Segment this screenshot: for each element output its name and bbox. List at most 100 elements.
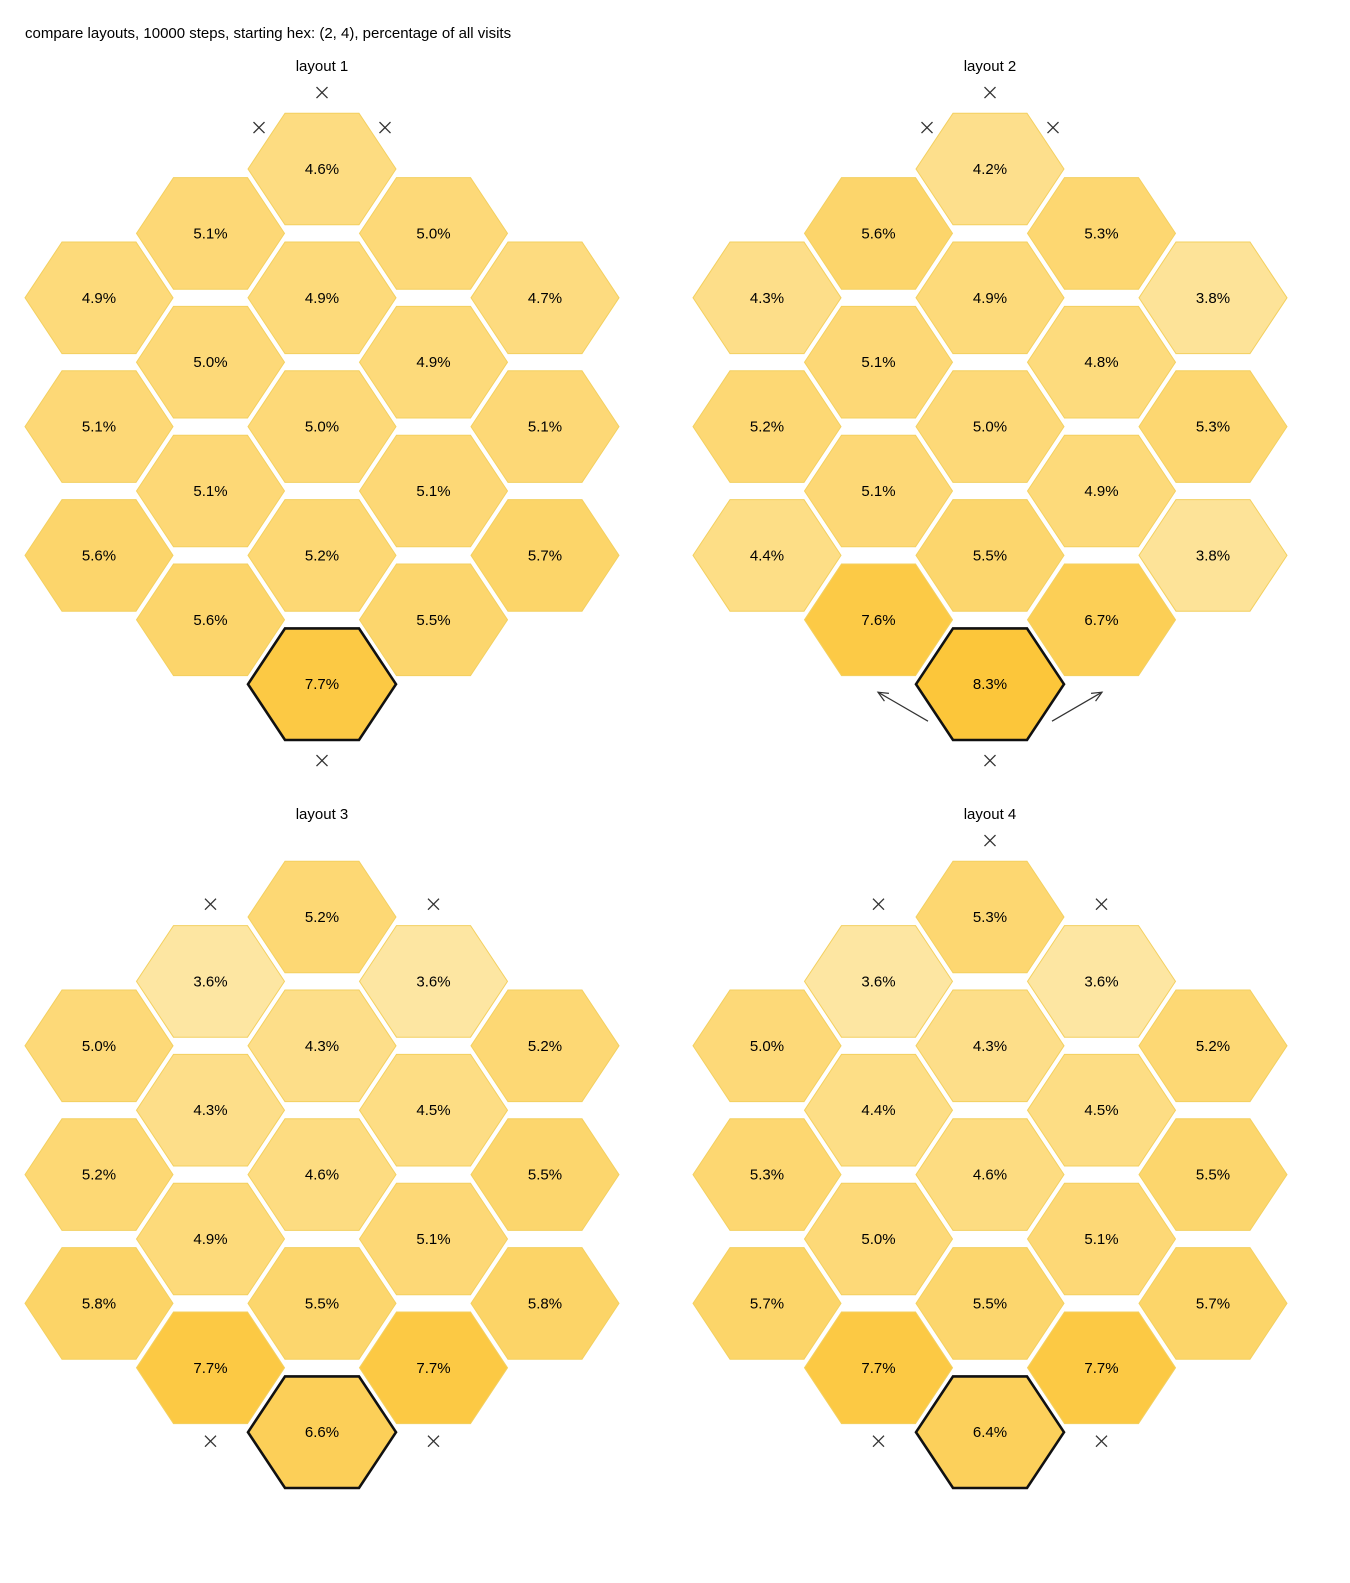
hex-visit-percentage: 3.8% [1196, 547, 1230, 564]
hex-visit-percentage: 5.1% [416, 483, 450, 500]
hex-cell [247, 989, 397, 1103]
hex-visit-percentage: 5.6% [193, 612, 227, 629]
hex-visit-percentage: 5.1% [193, 225, 227, 242]
boundary-x-marker [379, 121, 391, 134]
hex-cell [135, 563, 286, 677]
hex-visit-percentage: 3.6% [193, 973, 227, 990]
hex-visit-percentage: 8.3% [973, 676, 1007, 693]
boundary-x-marker [921, 121, 933, 134]
hex-cell [247, 1247, 397, 1360]
hex-cell [915, 241, 1065, 355]
hex-cell [24, 370, 174, 483]
start-hex-outline [246, 627, 398, 742]
hex-cell [1026, 1182, 1177, 1296]
hex-cell [247, 241, 397, 355]
hex-visit-percentage: 5.5% [1196, 1167, 1230, 1184]
hex-visit-percentage: 3.8% [1196, 290, 1230, 307]
hex-visit-percentage: 4.9% [305, 290, 339, 307]
hex-visit-percentage: 7.6% [861, 612, 895, 629]
hex-cell [470, 1247, 620, 1360]
hex-cell [470, 241, 620, 355]
hex-cell [358, 1311, 509, 1425]
hex-visit-percentage: 4.5% [1084, 1102, 1118, 1119]
hex-visit-percentage: 5.5% [973, 547, 1007, 564]
hex-cell [803, 563, 954, 677]
hex-cell [24, 241, 174, 355]
hex-cell [915, 1247, 1065, 1360]
hex-visit-percentage: 4.3% [305, 1038, 339, 1055]
hex-visit-percentage: 4.4% [861, 1102, 895, 1119]
hex-visit-percentage: 5.3% [1196, 419, 1230, 436]
hex-visit-percentage: 5.2% [305, 909, 339, 926]
boundary-x-marker [984, 754, 996, 767]
hex-visit-percentage: 7.7% [861, 1360, 895, 1377]
boundary-x-marker [1047, 121, 1059, 134]
hex-visit-percentage: 6.4% [973, 1424, 1007, 1441]
hex-cell [915, 370, 1065, 483]
hex-visit-percentage: 5.3% [750, 1167, 784, 1184]
hex-visit-percentage: 7.7% [305, 676, 339, 693]
panel-title: layout 2 [964, 58, 1017, 75]
boundary-x-marker [204, 898, 217, 911]
hex-visit-percentage: 5.1% [193, 483, 227, 500]
hex-visit-percentage: 5.6% [82, 547, 116, 564]
hex-cell [692, 241, 842, 355]
hex-cell [1026, 177, 1177, 290]
hex-visit-percentage: 4.6% [305, 1167, 339, 1184]
hex-cell [470, 370, 620, 483]
hex-cell [1138, 241, 1288, 355]
hex-visit-percentage: 5.7% [750, 1295, 784, 1312]
hex-visit-percentage: 5.1% [861, 483, 895, 500]
boundary-x-marker [316, 86, 328, 99]
hex-visit-percentage: 5.5% [416, 612, 450, 629]
hex-visit-percentage: 5.1% [82, 419, 116, 436]
hex-cell [135, 305, 286, 419]
hex-cell [24, 499, 174, 612]
hex-visit-percentage: 4.9% [416, 354, 450, 371]
hex-cell [915, 499, 1065, 612]
hex-cell [358, 1182, 509, 1296]
hex-visit-percentage: 5.3% [1084, 225, 1118, 242]
hex-cell [1026, 1311, 1177, 1425]
hex-cell [803, 177, 954, 290]
hex-cell [692, 989, 842, 1103]
hex-cell [803, 1053, 954, 1167]
hex-visit-percentage: 5.0% [82, 1038, 116, 1055]
hex-cell [692, 1247, 842, 1360]
hex-visit-percentage: 5.3% [973, 909, 1007, 926]
hex-visit-percentage: 4.6% [305, 161, 339, 178]
hex-visit-percentage: 7.7% [1084, 1360, 1118, 1377]
hex-visit-percentage: 4.9% [1084, 483, 1118, 500]
hex-cell [915, 989, 1065, 1103]
hex-visit-percentage: 5.2% [528, 1038, 562, 1055]
start-hex-outline [246, 1375, 398, 1490]
hex-cell [1026, 925, 1177, 1038]
hex-visit-percentage: 4.9% [973, 290, 1007, 307]
hex-cell [1026, 563, 1177, 677]
hex-visit-percentage: 5.0% [305, 419, 339, 436]
hex-visit-percentage: 4.9% [193, 1231, 227, 1248]
hex-cell [24, 1118, 174, 1231]
hex-cell [247, 499, 397, 612]
hex-visit-percentage: 5.1% [1084, 1231, 1118, 1248]
hex-visit-percentage: 3.6% [1084, 973, 1118, 990]
hex-visit-percentage: 4.9% [82, 290, 116, 307]
hex-cell [358, 1053, 509, 1167]
hex-cell [135, 1311, 286, 1425]
hex-visit-percentage: 5.1% [861, 354, 895, 371]
hex-cell [358, 434, 509, 548]
hex-cell [803, 434, 954, 548]
hex-visit-percentage: 5.0% [861, 1231, 895, 1248]
boundary-x-marker [984, 834, 996, 847]
hex-cell [692, 370, 842, 483]
hex-visit-percentage: 5.5% [528, 1167, 562, 1184]
hex-cell [1138, 989, 1288, 1103]
hex-visit-percentage: 3.6% [416, 973, 450, 990]
boundary-x-marker [872, 898, 885, 911]
hex-visit-percentage: 7.7% [193, 1360, 227, 1377]
hex-cell [1026, 434, 1177, 548]
boundary-x-marker [253, 121, 265, 134]
hex-cell [135, 1053, 286, 1167]
hex-visit-percentage: 4.8% [1084, 354, 1118, 371]
